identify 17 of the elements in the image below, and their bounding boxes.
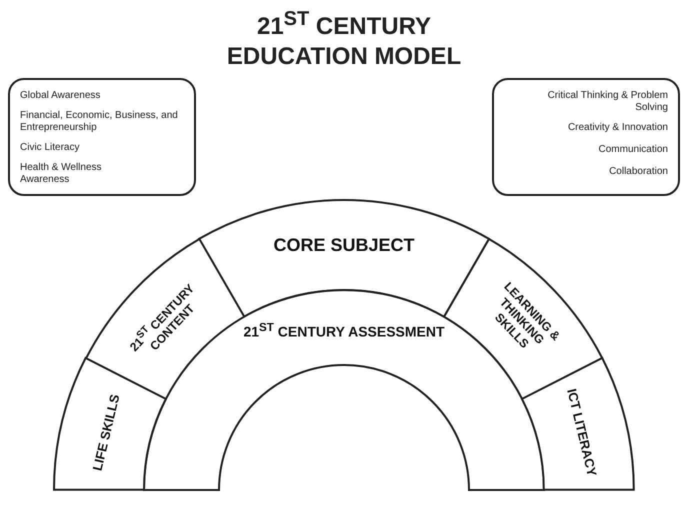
- rounded-box: [492, 78, 680, 196]
- segment-label: CORE SUBJECT: [272, 235, 416, 255]
- list-item: Creativity & Innovation: [566, 122, 668, 134]
- list-item: Health & Wellness Awareness: [20, 162, 103, 186]
- list-item: Civic Literacy: [20, 142, 80, 154]
- arch-segment: [198, 199, 490, 318]
- list-item: Communication: [598, 144, 668, 156]
- list-item: Critical Thinking & Problem Solving: [546, 90, 668, 114]
- arch-segment: [53, 357, 167, 491]
- segment-label: 21$^{ST}$ CENTURY ASSESSMENT: [242, 320, 446, 340]
- arch-segment: [521, 357, 635, 491]
- list-item: Financial, Economic, Business, and Entrepreneurship: [20, 110, 179, 134]
- rounded-box: [8, 78, 196, 196]
- list-item: Global Awareness: [20, 90, 102, 102]
- segment-label: LIFE SKILLS: [88, 392, 124, 474]
- diagram-title: 21$^{ST}$ CENTURY EDUCATION MODEL: [226, 7, 462, 72]
- list-item: Collaboration: [608, 166, 668, 178]
